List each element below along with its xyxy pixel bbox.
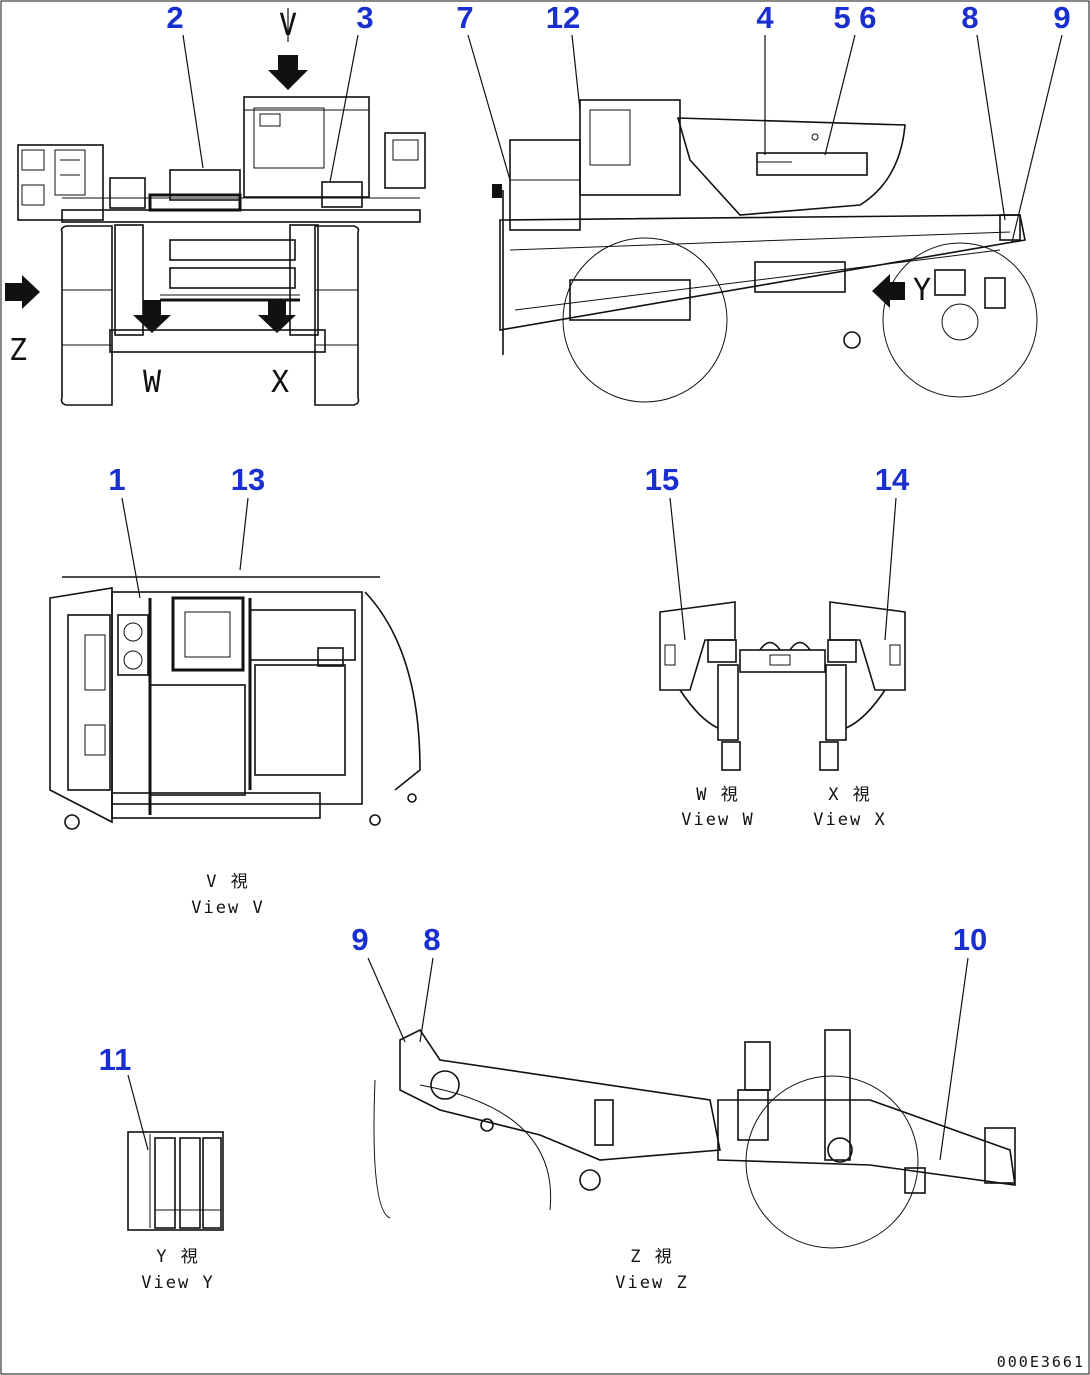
direction-letter-x: X bbox=[271, 365, 289, 400]
callout-12: 12 bbox=[546, 0, 580, 35]
view-x-caption-jp: X 視 bbox=[828, 785, 871, 805]
direction-letter-v: V bbox=[279, 8, 297, 43]
callout-9-bottom: 9 bbox=[351, 922, 368, 957]
view-v-caption-jp: V 視 bbox=[206, 872, 249, 892]
callout-13: 13 bbox=[231, 462, 265, 497]
direction-letter-w: W bbox=[143, 365, 162, 400]
side-view-drawing bbox=[492, 99, 1038, 403]
callout-10: 10 bbox=[953, 922, 987, 957]
view-wx-drawing bbox=[659, 601, 906, 771]
arrow-x bbox=[258, 300, 296, 333]
callout-1: 1 bbox=[108, 462, 125, 497]
callout-9-top: 9 bbox=[1053, 0, 1070, 35]
arrow-w bbox=[133, 300, 171, 333]
drawing-number: 000E3661 bbox=[997, 1353, 1085, 1371]
view-y-caption-en: View Y bbox=[141, 1273, 214, 1293]
view-z-caption-jp: Z 視 bbox=[630, 1247, 673, 1267]
view-v-caption-en: View V bbox=[191, 898, 264, 918]
arrow-v bbox=[268, 55, 308, 90]
callout-3: 3 bbox=[356, 0, 373, 35]
view-z-caption-en: View Z bbox=[615, 1273, 688, 1293]
view-y-drawing bbox=[127, 1131, 224, 1231]
callout-2: 2 bbox=[166, 0, 183, 35]
leader-lines bbox=[121, 8, 1063, 1161]
front-view-drawing bbox=[5, 55, 426, 406]
view-y-caption-jp: Y 視 bbox=[156, 1247, 199, 1267]
direction-letter-z: Z bbox=[9, 333, 27, 368]
callout-4: 4 bbox=[756, 0, 774, 35]
direction-letter-y: Y bbox=[913, 273, 931, 308]
callout-14: 14 bbox=[875, 462, 910, 497]
view-x-caption-en: View X bbox=[813, 810, 886, 830]
view-v-drawing bbox=[49, 576, 421, 830]
view-w-caption-jp: W 視 bbox=[696, 785, 739, 805]
callout-8-bottom: 8 bbox=[423, 922, 440, 957]
view-w-caption-en: View W bbox=[681, 810, 754, 830]
callout-5-6: 5 6 bbox=[833, 0, 876, 35]
callout-11: 11 bbox=[99, 1042, 132, 1077]
arrow-y bbox=[872, 274, 905, 308]
view-z-drawing bbox=[373, 1028, 1016, 1249]
callout-7: 7 bbox=[456, 0, 473, 35]
callout-8-top: 8 bbox=[961, 0, 978, 35]
callout-15: 15 bbox=[645, 462, 679, 497]
arrow-z bbox=[5, 275, 40, 309]
